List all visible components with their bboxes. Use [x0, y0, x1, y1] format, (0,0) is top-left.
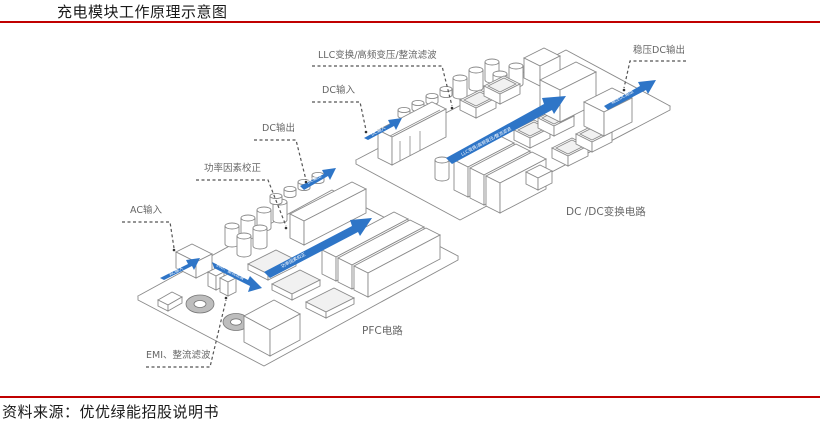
- svg-text:稳压DC输出: 稳压DC输出: [633, 44, 685, 56]
- svg-text:LLC变换/高频变压/整流滤波: LLC变换/高频变压/整流滤波: [318, 49, 437, 61]
- dc-output-arrow: DC输出: [300, 168, 336, 190]
- charging-module-diagram: AC输入 EMI、整流滤波 功率因素校正 DC输出: [122, 44, 686, 368]
- emi-filter-caps: [206, 267, 238, 297]
- source-note: 资料来源：优优绿能招股说明书: [2, 403, 220, 421]
- callout-pfc: 功率因素校正: [196, 162, 288, 230]
- callout-llc: LLC变换/高频变压/整流滤波: [312, 49, 454, 110]
- svg-text:功率因素校正: 功率因素校正: [204, 162, 262, 174]
- callout-regulated-dc-output: 稳压DC输出: [622, 44, 686, 92]
- dcdc-input-blocks: [377, 101, 447, 166]
- top-rule: [0, 21, 820, 23]
- callout-dc-input: DC输入: [312, 84, 368, 134]
- dcdc-circuit-label: DC /DC变换电路: [566, 205, 646, 218]
- bottom-rule: [0, 396, 820, 398]
- svg-text:DC输出: DC输出: [262, 122, 295, 134]
- pfc-board: AC输入 EMI、整流滤波 功率因素校正 DC输出: [137, 168, 459, 367]
- pfc-small-component: [157, 291, 183, 312]
- svg-text:AC输入: AC输入: [130, 204, 162, 216]
- callout-dc-output: DC输出: [254, 122, 308, 184]
- callout-ac-input: AC输入: [122, 204, 176, 252]
- pfc-transformer: [243, 299, 301, 357]
- callout-emi: EMI、整流滤波: [146, 296, 228, 368]
- pfc-heatsinks: [289, 181, 441, 298]
- figure-title: 充电模块工作原理示意图: [57, 3, 228, 21]
- dcdc-board: DC输入 LLC变换/高频变压/整流滤波 稳压DC输出: [355, 47, 671, 221]
- svg-text:EMI、整流滤波: EMI、整流滤波: [146, 349, 211, 361]
- svg-text:DC输入: DC输入: [322, 84, 355, 96]
- pfc-circuit-label: PFC电路: [362, 324, 403, 337]
- toroid-inductor-1: [185, 294, 215, 314]
- dcdc-front-blocks: [453, 135, 554, 214]
